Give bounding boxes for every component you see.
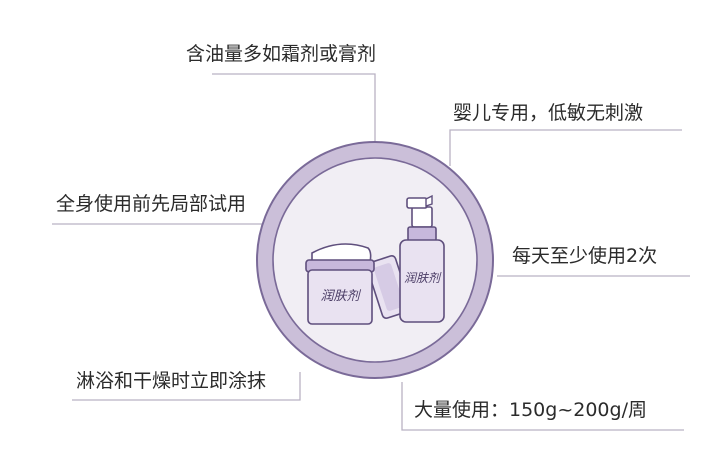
label-patch-test: 全身使用前先局部试用 bbox=[56, 193, 247, 215]
leader-bottom-right bbox=[401, 382, 684, 431]
leader-bottom-left bbox=[72, 372, 301, 401]
cream-jar: 润肤剂 bbox=[305, 243, 375, 325]
label-frequency: 每天至少使用2次 bbox=[512, 245, 658, 267]
bottle-label: 润肤剂 bbox=[404, 271, 442, 285]
jar-label: 润肤剂 bbox=[320, 289, 361, 304]
leader-top-right bbox=[449, 129, 682, 166]
product-badge bbox=[256, 141, 494, 379]
leader-lines bbox=[52, 73, 690, 431]
label-amount: 大量使用：150g~200g/周 bbox=[414, 399, 647, 421]
label-apply-after-shower: 淋浴和干燥时立即涂抹 bbox=[76, 370, 267, 392]
label-baby-use: 婴儿专用，低敏无刺激 bbox=[453, 102, 644, 124]
leader-top bbox=[212, 73, 376, 145]
label-oil-content: 含油量多如霜剂或膏剂 bbox=[186, 43, 377, 65]
pump-bottle: 润肤剂 bbox=[399, 194, 445, 323]
